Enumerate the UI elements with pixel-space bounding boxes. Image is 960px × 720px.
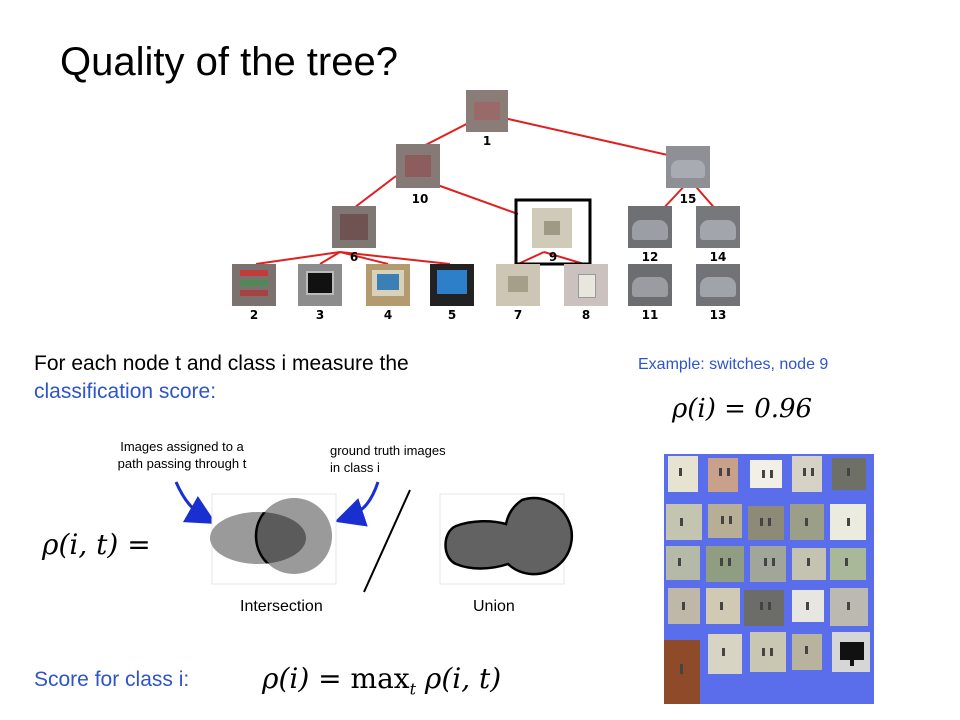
rho-it-equation: ρ(i, t) =: [42, 528, 151, 561]
score-label: Score for class i:: [34, 668, 190, 691]
rho-node-equation: ρ(i) = 0.96: [672, 394, 813, 424]
node-label-1: 1: [482, 134, 492, 148]
score-eq-sub: t: [409, 679, 417, 699]
node-4-thumbnail: [366, 264, 410, 306]
node-label-10: 10: [411, 192, 429, 206]
node-label-12: 12: [641, 250, 659, 264]
node-3-thumbnail: [298, 264, 342, 306]
node-label-2: 2: [249, 308, 259, 322]
score-equation: ρ(i) = maxt ρ(i, t): [262, 662, 501, 699]
score-eq-rhs: ρ(i, t): [416, 662, 502, 695]
node-12-thumbnail: [628, 206, 672, 248]
node-label-3: 3: [315, 308, 325, 322]
node-label-6: 6: [349, 250, 359, 264]
node-13-thumbnail: [696, 264, 740, 306]
node-5-thumbnail: [430, 264, 474, 306]
node-1-thumbnail: [466, 90, 508, 132]
node-11-thumbnail: [628, 264, 672, 306]
node-label-15: 15: [679, 192, 697, 206]
switch-image-mosaic: [664, 454, 874, 704]
node-label-11: 11: [641, 308, 659, 322]
score-eq-lhs: ρ(i) =: [262, 662, 351, 695]
lead-text: For each node t and class i measure the …: [34, 350, 409, 406]
lead-line-1: For each node t and class i measure the: [34, 352, 409, 375]
arrow-assigned-icon: [174, 481, 217, 524]
node-15-thumbnail: [666, 146, 710, 188]
annotation-assigned-images: Images assigned to a path passing throug…: [92, 438, 272, 472]
node-10-thumbnail: [396, 144, 440, 188]
node-9-highlight-box: [514, 198, 592, 266]
hierarchy-tree: 1 10 15 6 9 12 14 2 3 4 5 7: [228, 84, 748, 324]
node-14-thumbnail: [696, 206, 740, 248]
node-label-9: 9: [548, 250, 558, 264]
node-7-thumbnail: [496, 264, 540, 306]
node-label-8: 8: [581, 308, 591, 322]
annotation-assigned-line-1: Images assigned to a: [120, 439, 244, 454]
lead-line-2: classification score:: [34, 380, 217, 403]
node-label-7: 7: [513, 308, 523, 322]
divider-slash: [363, 489, 411, 593]
union-label: Union: [473, 598, 515, 615]
switch-tiles: [664, 456, 870, 704]
node-2-thumbnail: [232, 264, 276, 306]
node-8-thumbnail: [564, 264, 608, 306]
arrow-truth-icon: [334, 481, 380, 527]
node-label-13: 13: [709, 308, 727, 322]
node-9-thumbnail: [532, 208, 572, 248]
venn-diagrams: [174, 481, 574, 593]
intersection-label: Intersection: [240, 598, 323, 615]
annotation-ground-truth: ground truth images in class i: [330, 442, 446, 476]
venn-union: [444, 496, 574, 576]
example-label: Example: switches, node 9: [638, 356, 829, 373]
node-label-5: 5: [447, 308, 457, 322]
annotation-truth-line-2: in class i: [330, 460, 380, 475]
score-eq-max: max: [350, 662, 410, 695]
node-label-4: 4: [383, 308, 393, 322]
slide-title: Quality of the tree?: [60, 40, 398, 84]
annotation-assigned-line-2: path passing through t: [117, 456, 247, 471]
venn-intersection: [254, 512, 306, 564]
annotation-truth-line-1: ground truth images: [330, 443, 446, 458]
node-6-thumbnail: [332, 206, 376, 248]
node-label-14: 14: [709, 250, 727, 264]
